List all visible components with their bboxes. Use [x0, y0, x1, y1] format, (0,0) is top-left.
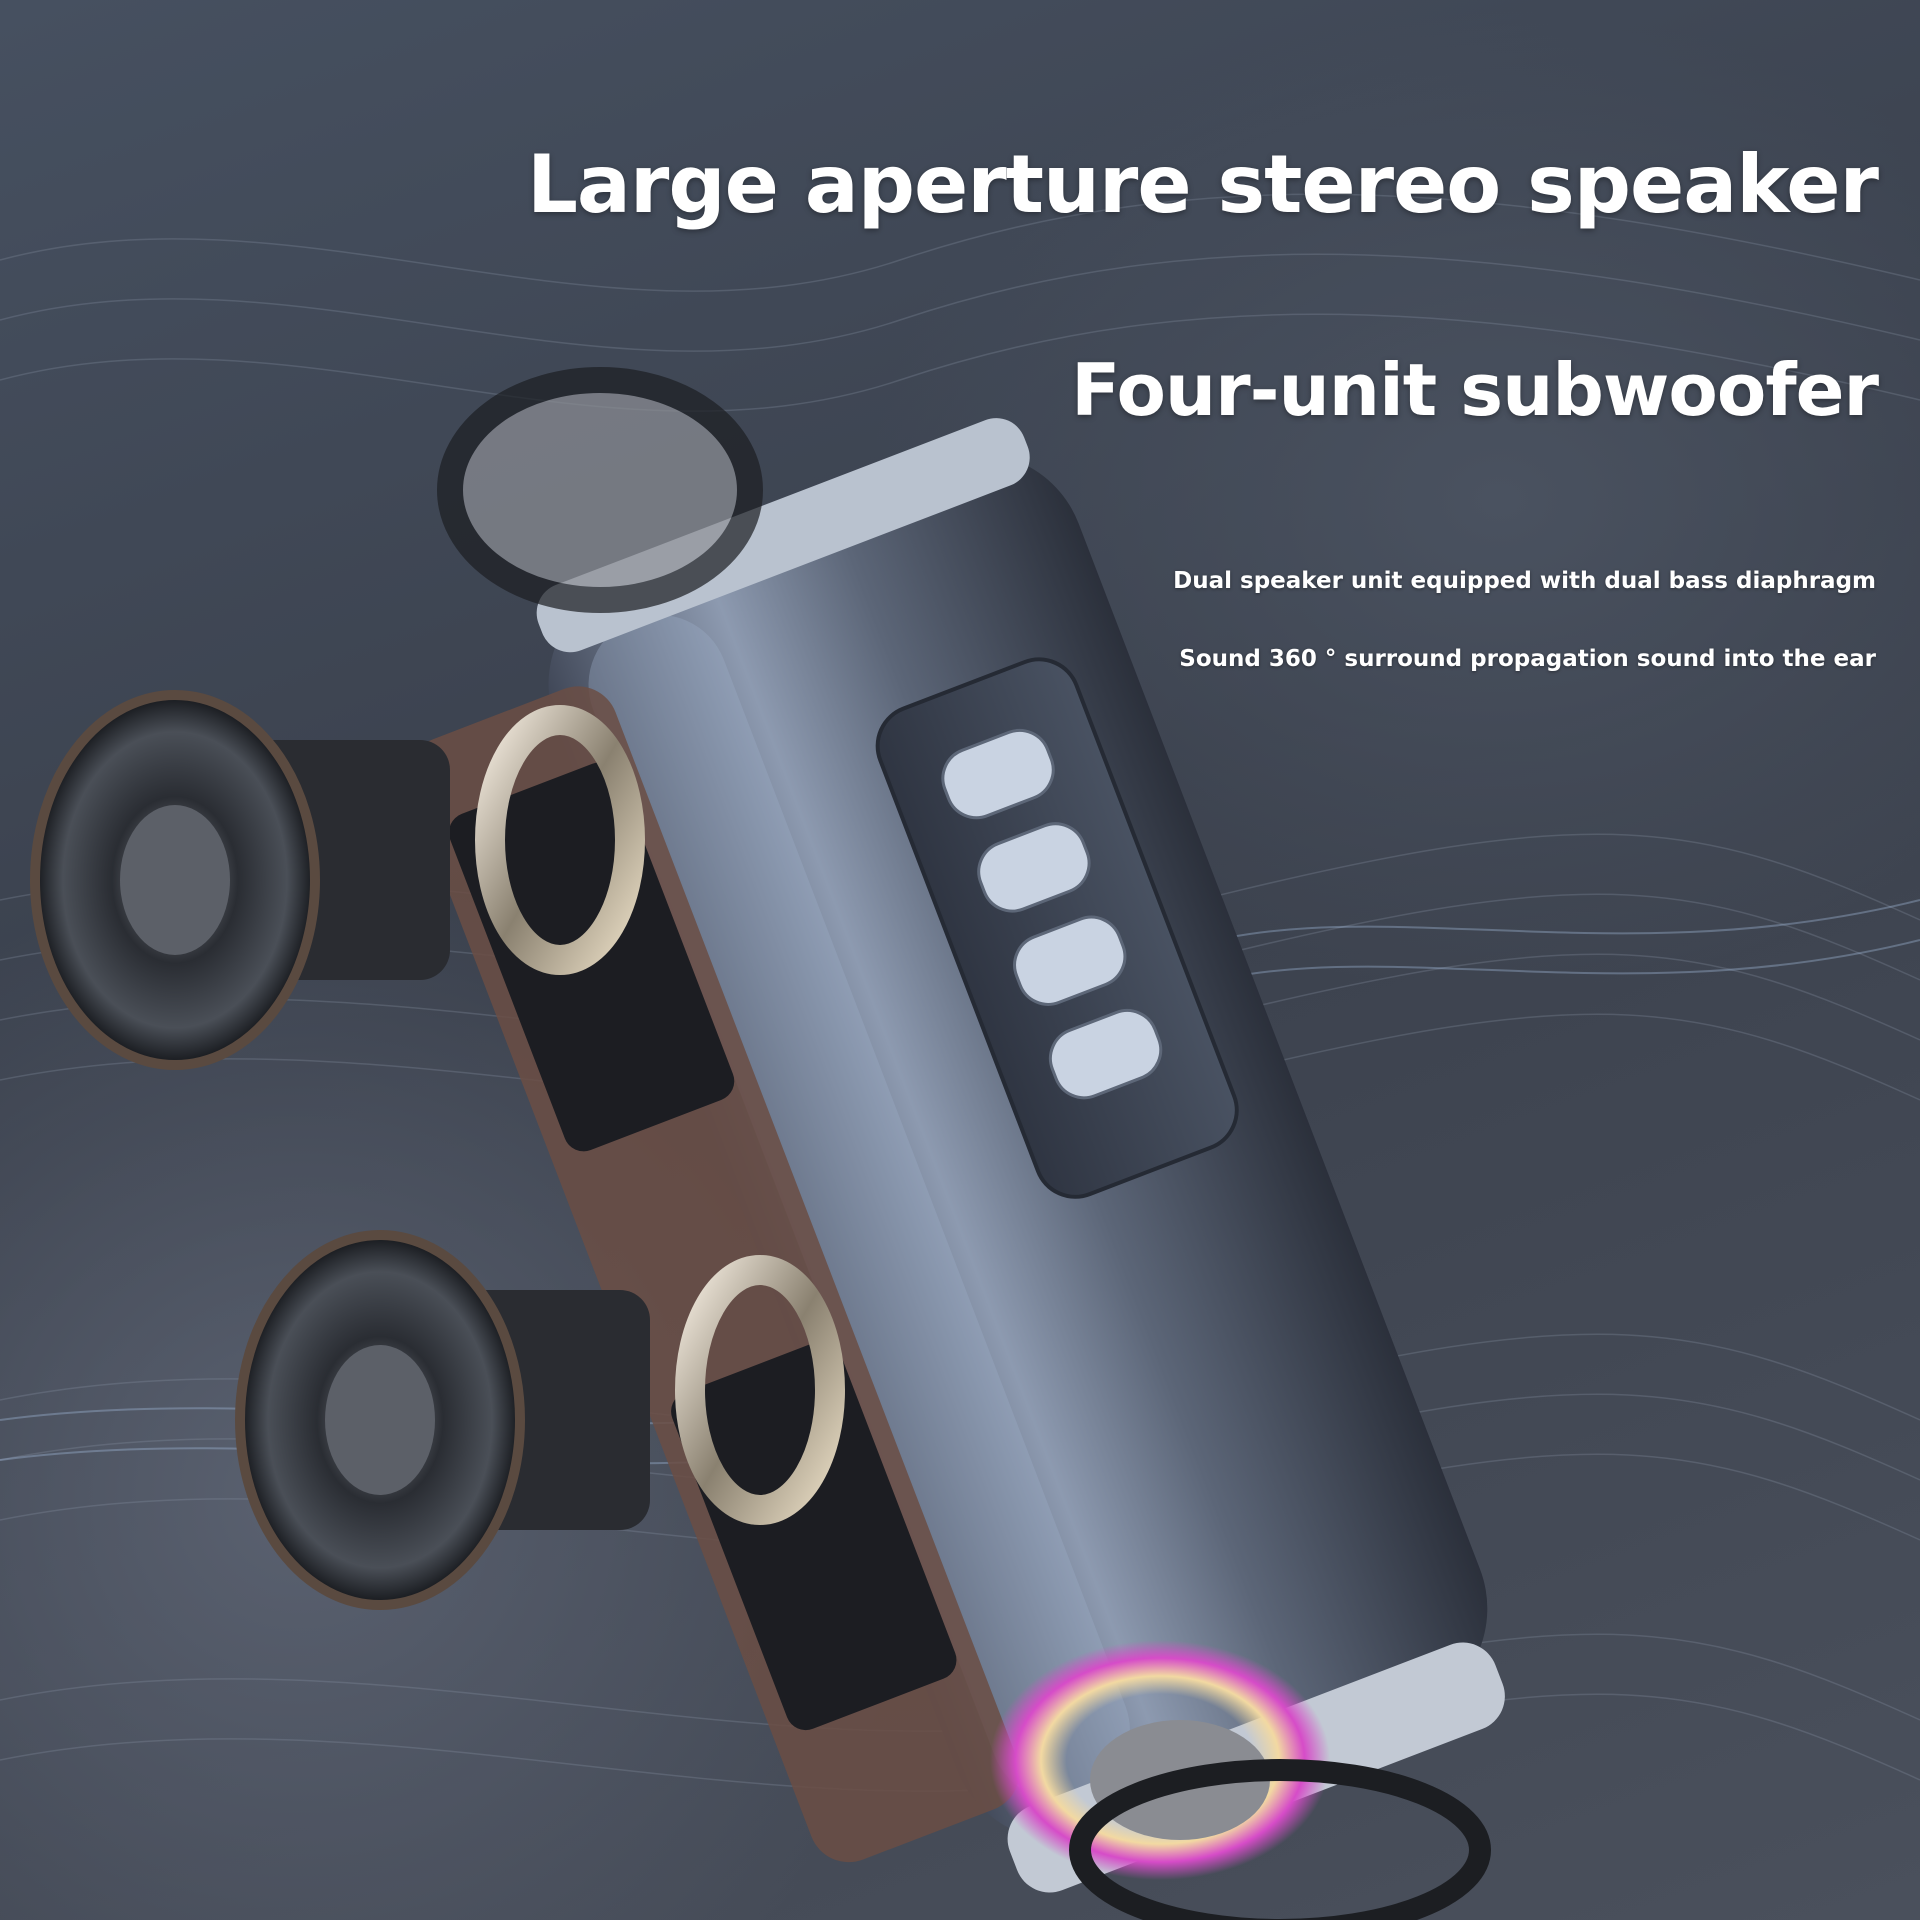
driver-top	[30, 690, 645, 1070]
speaker-body	[407, 418, 1505, 1893]
control-buttons	[941, 728, 1163, 1100]
diaphragm-top	[437, 367, 763, 613]
headline-title: Large aperture stereo speaker	[526, 138, 1879, 231]
light-ring	[990, 1640, 1491, 1920]
feature-text: Sound 360 ° surround propagation sound i…	[1179, 646, 1876, 672]
feature-text: Dual speaker unit equipped with dual bas…	[1173, 568, 1876, 594]
headline-subtitle: Four-unit subwoofer	[1071, 348, 1879, 432]
driver-bottom	[235, 1230, 845, 1610]
